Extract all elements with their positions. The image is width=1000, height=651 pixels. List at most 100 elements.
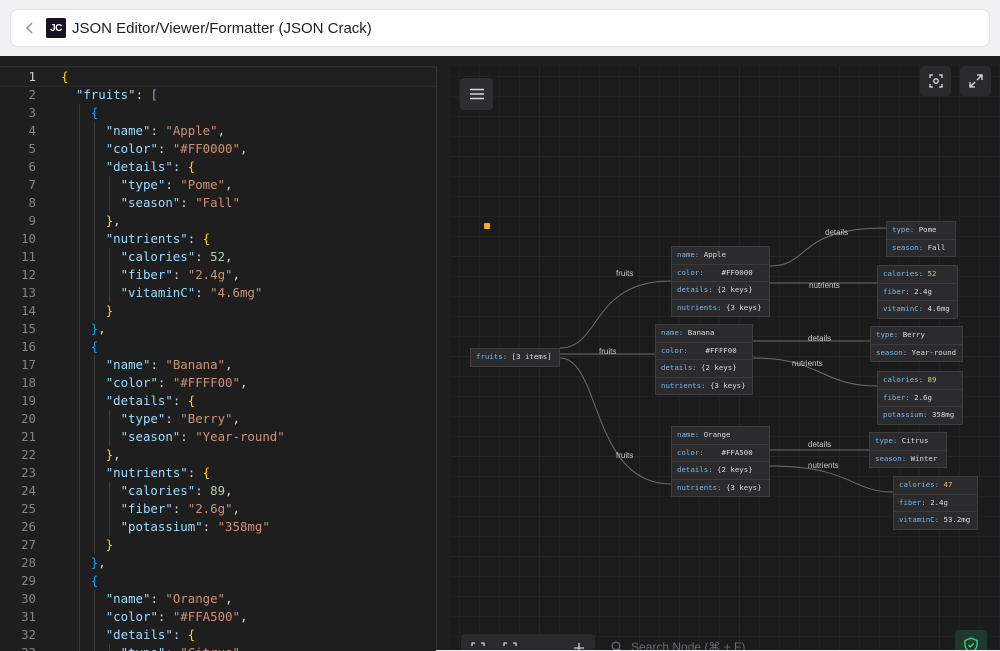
code-line[interactable]: 27} [0, 536, 436, 554]
code-line[interactable]: 12"fiber": "2.4g", [0, 266, 436, 284]
code-editor[interactable]: 1{2"fruits": [3{4"name": "Apple",5"color… [0, 66, 436, 651]
node-root[interactable]: fruits: [3 items] [470, 348, 560, 367]
node-key: color: [677, 267, 709, 277]
indent-guide [78, 140, 80, 158]
code-token: : [157, 141, 173, 156]
zoom-controls [461, 634, 595, 650]
focus-button[interactable] [920, 66, 951, 96]
code-line[interactable]: 30"name": "Orange", [0, 590, 436, 608]
fullscreen-button[interactable] [960, 66, 991, 96]
status-button[interactable] [955, 630, 987, 650]
code-line[interactable]: 10"nutrients": { [0, 230, 436, 248]
code-line[interactable]: 32"details": { [0, 626, 436, 644]
code-token: "fiber" [120, 501, 173, 516]
code-line[interactable]: 23"nutrients": { [0, 464, 436, 482]
code-line[interactable]: 25"fiber": "2.6g", [0, 500, 436, 518]
code-line[interactable]: 15}, [0, 320, 436, 338]
code-line[interactable]: 16{ [0, 338, 436, 356]
indent-guide [93, 536, 95, 554]
code-token: { [202, 231, 211, 246]
edge-label-fruits: fruits [616, 451, 634, 460]
code-line[interactable]: 17"name": "Banana", [0, 356, 436, 374]
code-line[interactable]: 24"calories": 89, [0, 482, 436, 500]
edge-apple-details [769, 227, 887, 267]
indent-guide [78, 446, 80, 464]
graph-menu-button[interactable] [460, 78, 493, 110]
line-number: 3 [28, 105, 36, 120]
code-token: , [98, 321, 106, 336]
code-line[interactable]: 18"color": "#FFFF00", [0, 374, 436, 392]
node-row: color: #FFA500 [672, 445, 769, 463]
indent-guide [93, 158, 95, 176]
code-line[interactable]: 1{ [0, 67, 436, 87]
line-number: 28 [21, 555, 36, 570]
code-line[interactable]: 2"fruits": [ [0, 86, 436, 104]
code-line[interactable]: 19"details": { [0, 392, 436, 410]
code-line[interactable]: 8"season": "Fall" [0, 194, 436, 212]
indent-guide [78, 554, 80, 572]
zoom-in-icon[interactable] [573, 642, 585, 650]
indent-guide [108, 428, 110, 446]
node-value: {2 keys} [717, 465, 753, 475]
code-token: : [180, 429, 196, 444]
center-view-icon[interactable] [503, 642, 517, 650]
line-number: 33 [0, 644, 36, 651]
code-line[interactable]: 20"type": "Berry", [0, 410, 436, 428]
code-line[interactable]: 5"color": "#FF0000", [0, 140, 436, 158]
code-text: "name": "Apple", [106, 122, 225, 140]
code-token: : [187, 465, 203, 480]
node-search[interactable]: Search Node (⌘ + F) [611, 640, 745, 650]
code-text: } [106, 302, 113, 320]
indent-guide [78, 320, 80, 338]
code-line[interactable]: 6"details": { [0, 158, 436, 176]
code-token: { [187, 393, 196, 408]
fit-view-icon[interactable] [471, 642, 485, 650]
code-line[interactable]: 14} [0, 302, 436, 320]
code-line[interactable]: 13"vitaminC": "4.6mg" [0, 284, 436, 302]
code-text: "fiber": "2.6g", [121, 500, 240, 518]
node-key: name: [661, 328, 688, 337]
code-line[interactable]: 22}, [0, 446, 436, 464]
indent-guide [78, 392, 80, 410]
line-number: 1 [28, 69, 36, 84]
line-number: 12 [21, 267, 36, 282]
focus-icon [928, 74, 943, 88]
code-line[interactable]: 31"color": "#FFA500", [0, 608, 436, 626]
editor-scrollbar[interactable] [436, 66, 451, 650]
code-line[interactable]: 11"calories": 52, [0, 248, 436, 266]
indent-guide [93, 302, 95, 320]
code-token: "potassium" [120, 519, 203, 534]
back-button[interactable] [15, 13, 45, 43]
code-line[interactable]: 7"type": "Pome", [0, 176, 436, 194]
node-value: 358mg [931, 410, 955, 420]
code-line[interactable]: 26"potassium": "358mg" [0, 518, 436, 536]
node-row: nutrients: {3 keys} [656, 378, 752, 395]
code-text: { [91, 338, 98, 356]
code-line[interactable]: 33"type": "Citrus", [0, 644, 436, 651]
code-line[interactable]: 4"name": "Apple", [0, 122, 436, 140]
indent-guide [93, 590, 95, 608]
hamburger-menu-icon [469, 88, 484, 100]
code-token: , [239, 141, 248, 156]
code-token: { [90, 573, 99, 588]
line-number: 20 [21, 411, 36, 426]
code-line[interactable]: 28}, [0, 554, 436, 572]
node-row: name: Banana [656, 325, 752, 343]
code-line[interactable]: 29{ [0, 572, 436, 590]
node-key: potassium: [883, 410, 932, 420]
node-key: nutrients: [677, 302, 726, 312]
code-line[interactable]: 21"season": "Year-round" [0, 428, 436, 446]
graph-canvas[interactable]: fruits fruits fruits details nutrients d… [451, 66, 1000, 650]
code-line[interactable]: 3{ [0, 104, 436, 122]
code-token: "type" [121, 645, 166, 651]
code-line[interactable]: 9}, [0, 212, 436, 230]
